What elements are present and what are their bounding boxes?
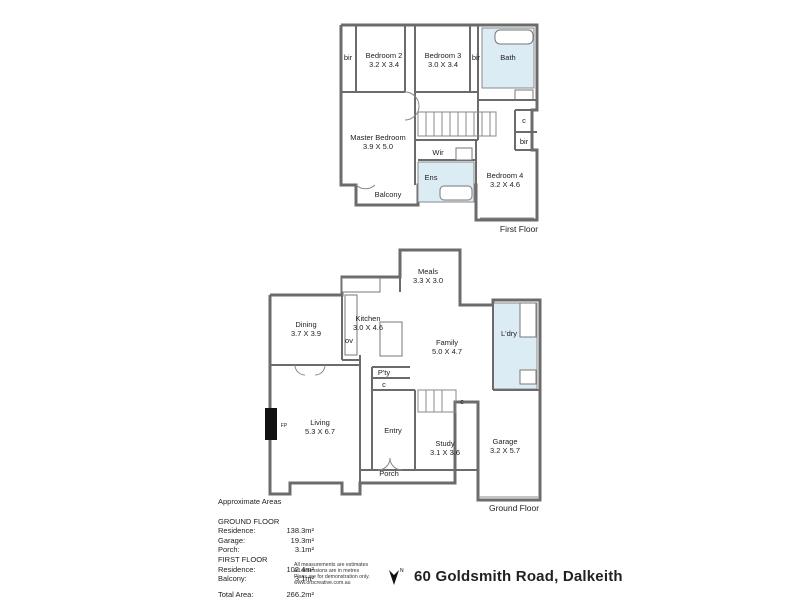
area-value: 138.3m² [286,526,314,536]
area-value: 102.4m² [286,564,314,574]
disclaimer-line: All measurements are estimates [294,562,369,568]
cupboard-label: c [382,380,386,389]
living-size: 5.3 X 6.7 [305,427,335,436]
balcony-name: Balcony [375,190,402,199]
first-floor-labels: Bedroom 2 3.2 X 3.4 Bedroom 3 3.0 X 3.4 … [344,51,538,234]
area-row: Garage: 19.3m² [218,536,393,546]
bedroom4-name: Bedroom 4 [487,171,524,180]
bir-label: bir [344,53,353,62]
bedroom2-size: 3.2 X 3.4 [369,60,399,69]
kitchen-size: 3.0 X 4.6 [353,323,383,332]
areas-title: Approximate Areas [218,497,282,506]
dining-name: Dining [295,320,316,329]
family-name: Family [436,338,458,347]
bir-label: bir [472,53,481,62]
ground-floor-label: Ground Floor [489,503,539,513]
bath-name: Bath [500,53,515,62]
kitchen-name: Kitchen [355,314,380,323]
area-row: Porch: 3.1m² [218,545,393,555]
first-floor-label: First Floor [500,224,538,234]
approximate-areas-table: Approximate Areas GROUND FLOOR Residence… [218,497,393,599]
cupboard-label: c [522,116,526,125]
disclaimer: All measurements are estimates All dimen… [294,562,384,586]
area-label: Garage: [218,535,246,545]
master-size: 3.9 X 5.0 [363,142,393,151]
garage-name: Garage [492,437,517,446]
porch-name: Porch [379,469,399,478]
meals-size: 3.3 X 3.0 [413,276,443,285]
area-value: 3.1m² [294,545,314,555]
study-name: Study [435,439,454,448]
study-size: 3.1 X 3.6 [430,448,460,457]
area-row: Residence: 138.3m² [218,526,393,536]
living-name: Living [310,418,330,427]
ground-floor-plan [265,248,542,502]
area-row: Residence: 102.4m² [218,565,393,575]
dining-size: 3.7 X 3.9 [291,329,321,338]
bedroom3-name: Bedroom 3 [425,51,462,60]
disclaimer-line: All dimensions are in metres [294,568,360,574]
bir-label: bir [520,137,529,146]
property-address: 60 Goldsmith Road, Dalkeith [414,568,623,585]
fireplace-label: FP [281,423,288,429]
ground-floor-heading: GROUND FLOOR [218,516,280,526]
master-name: Master Bedroom [350,133,405,142]
garage-size: 3.2 X 5.7 [490,446,520,455]
area-label: Residence: [218,526,256,536]
area-value: 19.3m² [290,535,314,545]
first-floor-plan [339,23,539,222]
entry-name: Entry [384,426,402,435]
first-floor-heading: FIRST FLOOR [218,554,268,564]
area-value: 266.2m² [286,589,314,599]
disclaimer-line: www.orbcreative.com.au [294,580,351,586]
north-label: N [400,568,404,574]
area-label: Porch: [218,545,240,555]
meals-name: Meals [418,267,438,276]
family-size: 5.0 X 4.7 [432,347,462,356]
area-label: Total Area: [218,589,254,599]
area-label: Residence: [218,564,256,574]
cupboard-label: c [460,397,464,406]
bedroom3-size: 3.0 X 3.4 [428,60,458,69]
bedroom4-size: 3.2 X 4.6 [490,180,520,189]
area-label: Balcony: [218,574,247,584]
oven-label: ov [345,336,353,345]
area-row-total: Total Area: 266.2m² [218,590,393,600]
wir-name: Wir [432,148,444,157]
north-arrow-icon: N [389,568,404,585]
laundry-name: L'dry [501,329,517,338]
bedroom2-name: Bedroom 2 [366,51,403,60]
ground-floor-labels: Meals 3.3 X 3.0 Dining 3.7 X 3.9 Kitchen… [281,267,539,513]
disclaimer-line: Plans are for demonstration only. [294,574,370,580]
ens-name: Ens [425,173,438,182]
area-row: Balcony: 3.1m² [218,574,393,584]
pantry-name: P'ty [378,368,391,377]
area-value: 3.1m² [294,574,314,584]
